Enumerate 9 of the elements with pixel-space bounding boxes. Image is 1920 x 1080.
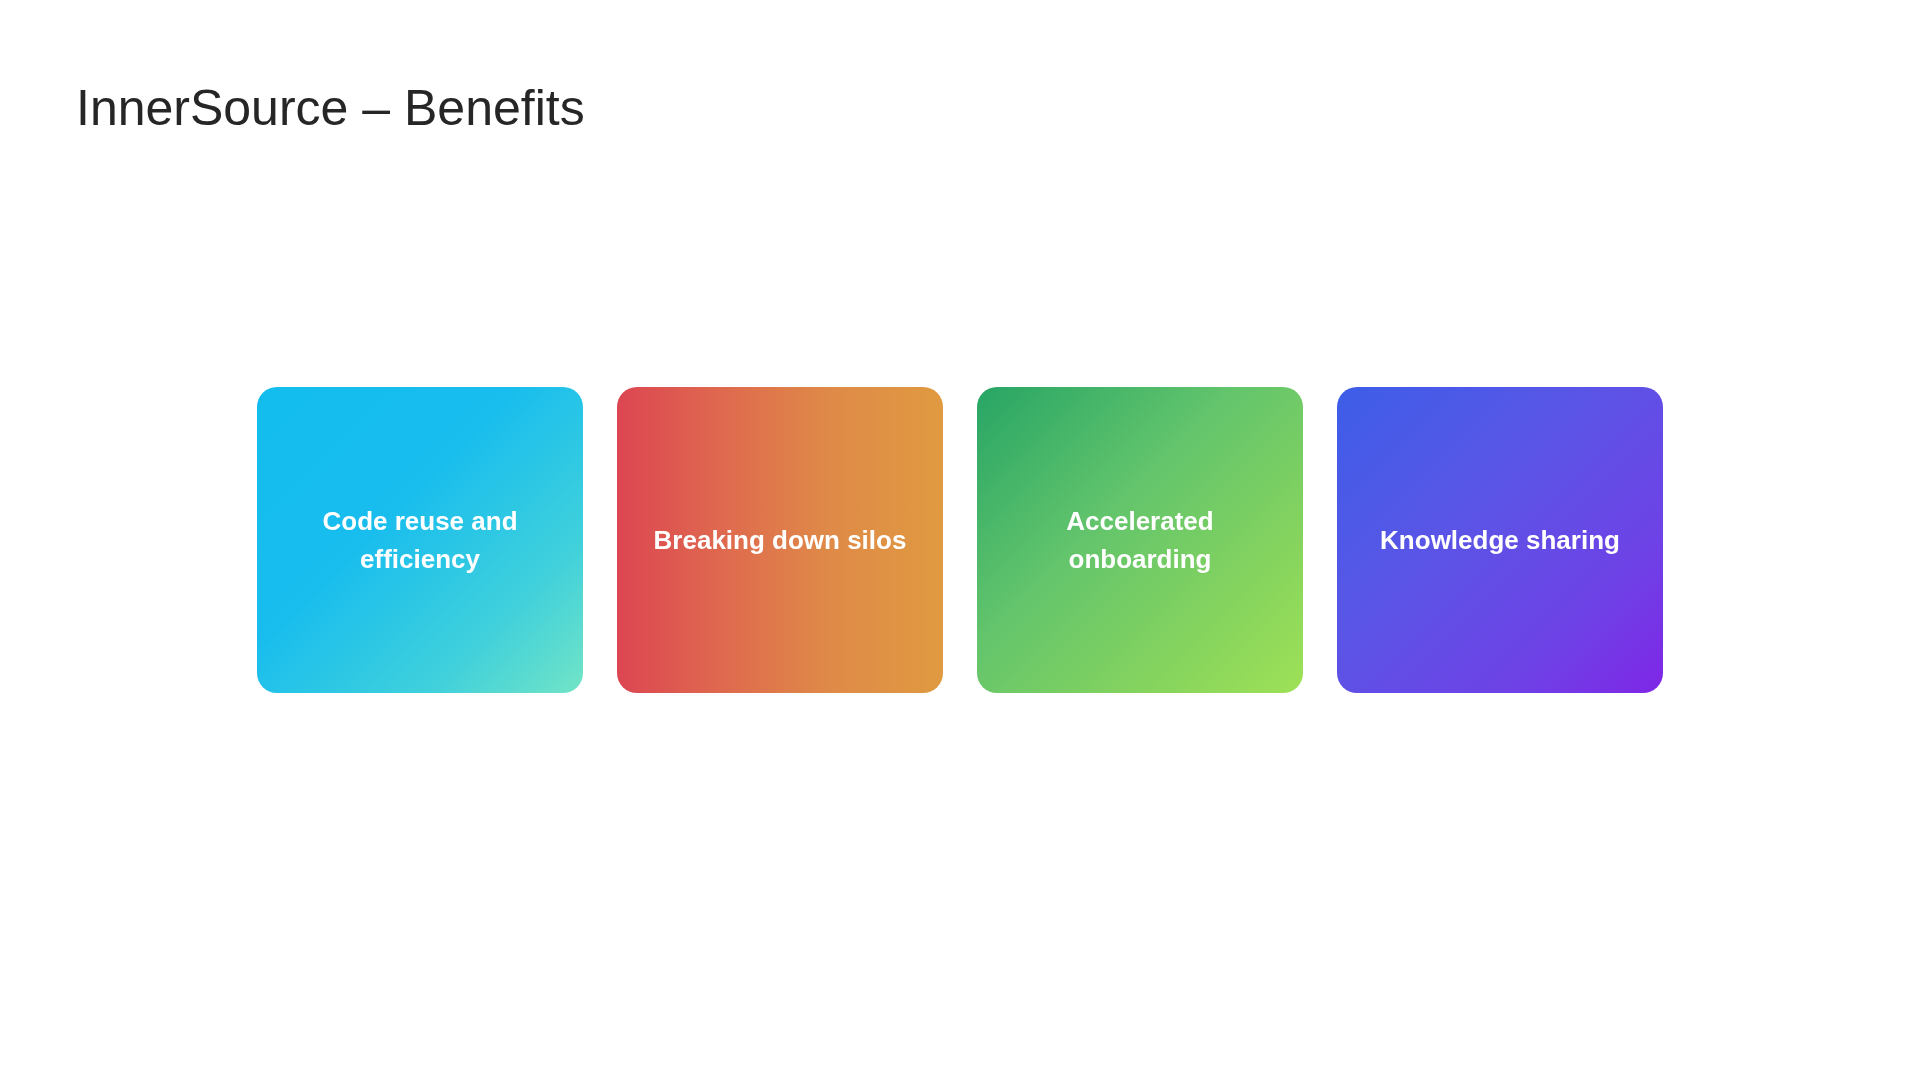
card-label: Accelerated onboarding xyxy=(1065,505,1215,576)
benefit-card xyxy=(1337,387,1663,693)
benefit-card xyxy=(257,387,583,693)
card-label: Knowledge sharing xyxy=(1380,524,1620,557)
benefit-card xyxy=(977,387,1303,693)
card-label: Code reuse and efficiency xyxy=(321,505,519,576)
slide-title: InnerSource – Benefits xyxy=(76,79,585,138)
card-label: Breaking down silos xyxy=(653,524,907,557)
benefit-card xyxy=(617,387,943,693)
